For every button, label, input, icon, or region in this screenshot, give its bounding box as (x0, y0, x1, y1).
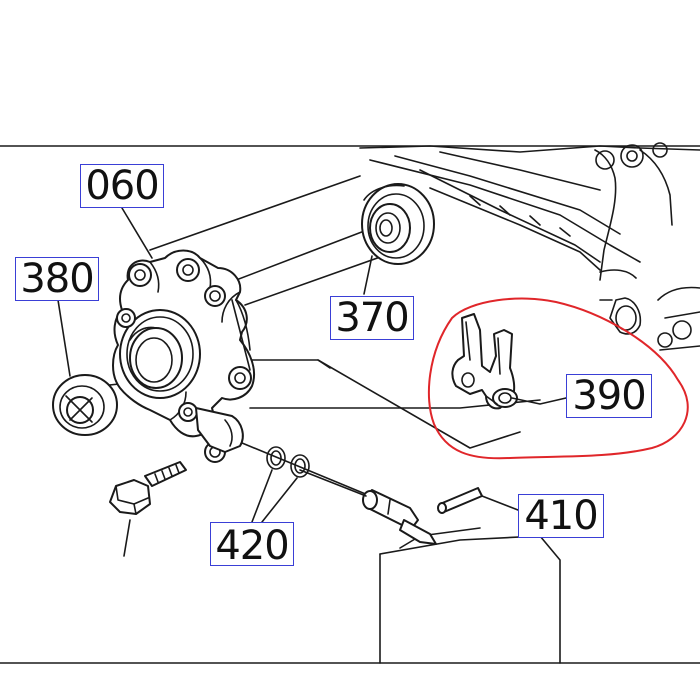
callout-410: 410 (518, 494, 604, 538)
callout-390: 390 (566, 374, 652, 418)
frame-lines (0, 145, 700, 664)
callout-420: 420 (210, 522, 294, 566)
callout-380: 380 (15, 257, 99, 301)
callout-leaders (121, 207, 153, 259)
callout-060: 060 (80, 164, 164, 208)
part-420-o-rings (251, 446, 310, 523)
part-390-fork (451, 313, 567, 410)
part-370-bearing (361, 183, 435, 295)
callout-370: 370 (330, 296, 414, 340)
part-410-pin (437, 487, 519, 514)
bolt (109, 461, 187, 557)
part-390-highlight-outline (427, 297, 689, 460)
part-380-seal (52, 299, 118, 436)
transmission-case (359, 142, 700, 351)
part-060-flange-housing (112, 249, 256, 463)
shaft (299, 469, 437, 545)
